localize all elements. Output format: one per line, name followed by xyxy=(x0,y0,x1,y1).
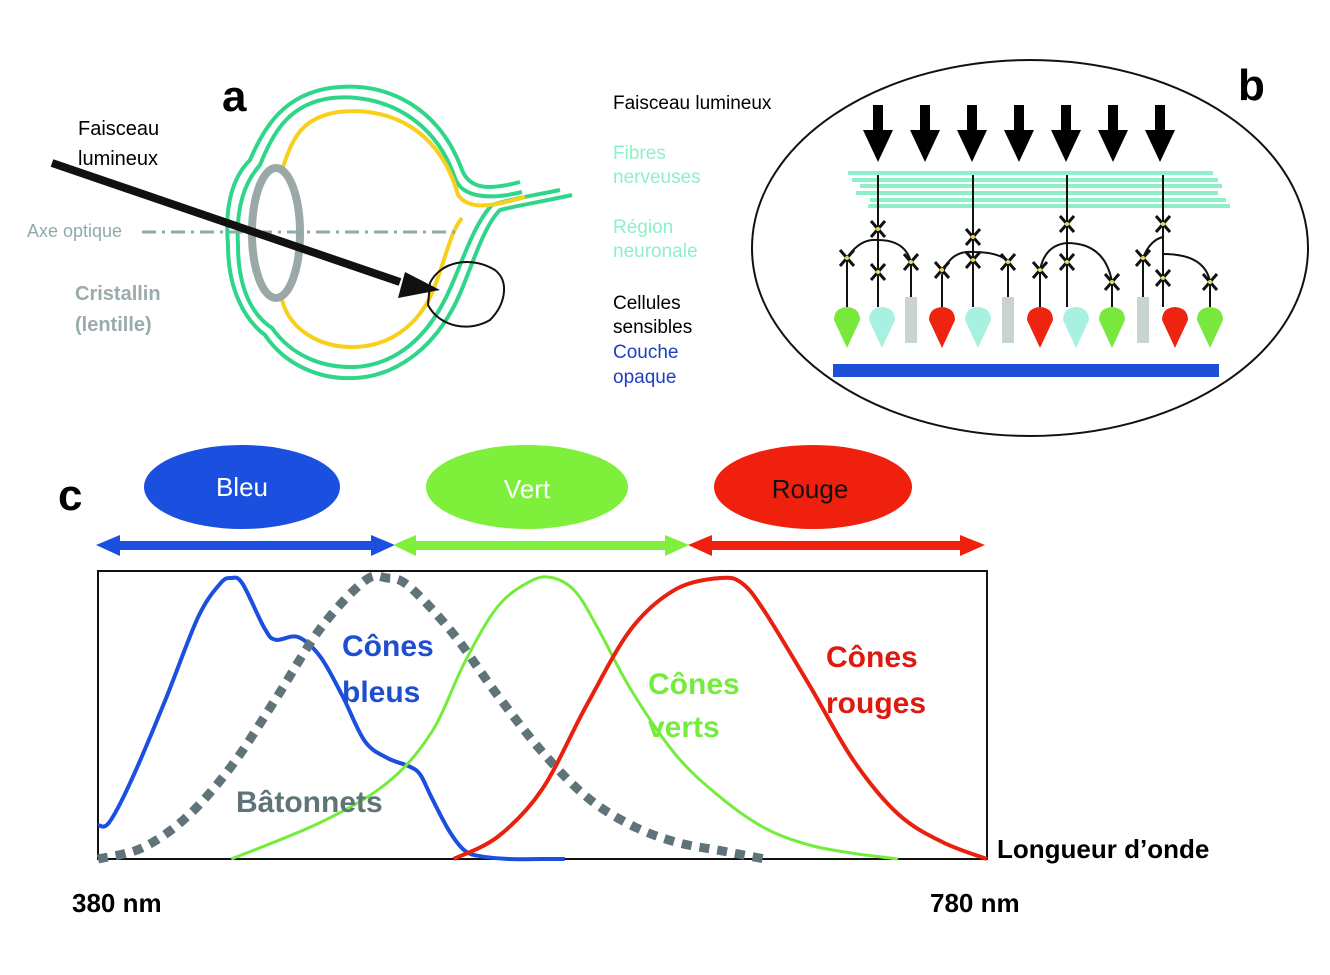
label-blue-cones-line2: bleus xyxy=(342,676,420,709)
synapse-icon xyxy=(1058,253,1076,271)
band-green-label: Vert xyxy=(504,474,551,504)
green-cone-cell xyxy=(1197,307,1223,348)
lens-label-line2: (lentille) xyxy=(75,314,152,336)
cells-label-line1: Cellules xyxy=(613,293,681,314)
red-cone-cell xyxy=(1027,307,1053,348)
band-green: Vert xyxy=(426,445,628,529)
synapse-icon xyxy=(1154,215,1172,233)
synapse-icon xyxy=(1201,273,1219,291)
light-beam-arrow xyxy=(50,159,402,286)
range-arrow-blue xyxy=(96,535,395,556)
band-red-label: Rouge xyxy=(772,474,849,504)
cyan-cone-cell xyxy=(965,307,991,348)
nerve-fibres xyxy=(848,171,1230,208)
label-green-cones-line1: Cônes xyxy=(648,668,740,701)
opaque-layer xyxy=(833,364,1219,377)
label-red-cones-line1: Cônes xyxy=(826,641,918,674)
green-cone-cell xyxy=(834,307,860,348)
light-arrow xyxy=(957,105,987,162)
synapse-icon xyxy=(1058,215,1076,233)
band-blue-ellipse xyxy=(144,445,340,529)
lens-label-line1: Cristallin xyxy=(75,283,161,305)
sclera xyxy=(225,84,573,381)
band-green-ellipse xyxy=(426,445,628,529)
fibres-label-line2: nerveuses xyxy=(613,167,701,188)
x-tick-380: 380 nm xyxy=(72,888,162,918)
beam-label-line1: Faisceau xyxy=(78,118,159,140)
opaque-label-line1: Couche xyxy=(613,342,679,363)
neuron-network xyxy=(838,175,1219,307)
light-arrow xyxy=(1098,105,1128,162)
panel-letter-c: c xyxy=(58,471,82,520)
receptor-cells xyxy=(834,297,1223,348)
fovea-circle xyxy=(426,261,505,328)
cyan-cone-cell xyxy=(1063,307,1089,348)
panel-letter-b: b xyxy=(1238,61,1265,110)
curve-batonnets xyxy=(96,571,766,864)
label-red-cones-line2: rouges xyxy=(826,687,926,720)
synapse-icon xyxy=(964,228,982,246)
optical-axis-label: Axe optique xyxy=(27,221,122,241)
synapse-icon xyxy=(1134,249,1152,267)
beam-label: Faisceau lumineux xyxy=(613,93,772,114)
synapse-icon xyxy=(933,261,951,279)
synapse-icon xyxy=(869,220,887,238)
label-rods: Bâtonnets xyxy=(236,786,383,819)
synapse-icon xyxy=(1103,273,1121,291)
curve-cones-rouges xyxy=(452,575,988,861)
synapse-icon xyxy=(999,253,1017,271)
label-blue-cones-line1: Cônes xyxy=(342,630,434,663)
band-blue-label: Bleu xyxy=(216,472,268,502)
panel-letter-a: a xyxy=(222,72,247,121)
sensitivity-curves xyxy=(96,571,988,864)
light-arrow xyxy=(1004,105,1034,162)
neuron-label-line1: Région xyxy=(613,217,673,238)
cells-label-line2: sensibles xyxy=(613,317,692,338)
rod-cell xyxy=(905,297,917,343)
light-arrow xyxy=(1051,105,1081,162)
red-cone-cell xyxy=(1162,307,1188,348)
range-arrow-red xyxy=(688,535,985,556)
retina-section-outline xyxy=(751,59,1309,437)
fibres-label-line1: Fibres xyxy=(613,143,666,164)
synapse-icon xyxy=(964,251,982,269)
rod-cell xyxy=(1002,297,1014,343)
red-cone-cell xyxy=(929,307,955,348)
band-red: Rouge xyxy=(714,445,912,529)
light-arrow xyxy=(910,105,940,162)
band-blue: Bleu xyxy=(144,445,340,529)
beam-label-line2: lumineux xyxy=(78,148,158,170)
neuron-label-line2: neuronale xyxy=(613,241,698,262)
panel-b: b Faisceau lumineux Fibres nerveuses Rég… xyxy=(613,59,1309,437)
x-axis-label: Longueur d’onde xyxy=(997,834,1209,864)
light-arrows xyxy=(863,105,1175,162)
retina xyxy=(280,109,526,350)
light-beam-arrowhead xyxy=(398,272,440,298)
curve-cones-verts xyxy=(230,575,899,861)
panel-c: c Bleu Vert Rouge xyxy=(58,445,1209,918)
synapse-icon xyxy=(902,253,920,271)
synapse-icon xyxy=(869,263,887,281)
cyan-cone-cell xyxy=(869,307,895,348)
opaque-label-line2: opaque xyxy=(613,367,676,388)
x-tick-780: 780 nm xyxy=(930,888,1020,918)
synapse-icon xyxy=(1154,269,1172,287)
range-arrow-green xyxy=(393,535,689,556)
light-arrow xyxy=(1145,105,1175,162)
label-green-cones-line2: verts xyxy=(648,711,720,744)
rod-cell xyxy=(1137,297,1149,343)
synapse-icon xyxy=(1031,261,1049,279)
light-arrow xyxy=(863,105,893,162)
panel-a: a Faisceau lumineux Axe optique Cristall… xyxy=(27,72,573,381)
curve-cones-bleus xyxy=(97,575,565,862)
band-red-ellipse xyxy=(714,445,912,529)
green-cone-cell xyxy=(1099,307,1125,348)
synapse-icon xyxy=(838,249,856,267)
